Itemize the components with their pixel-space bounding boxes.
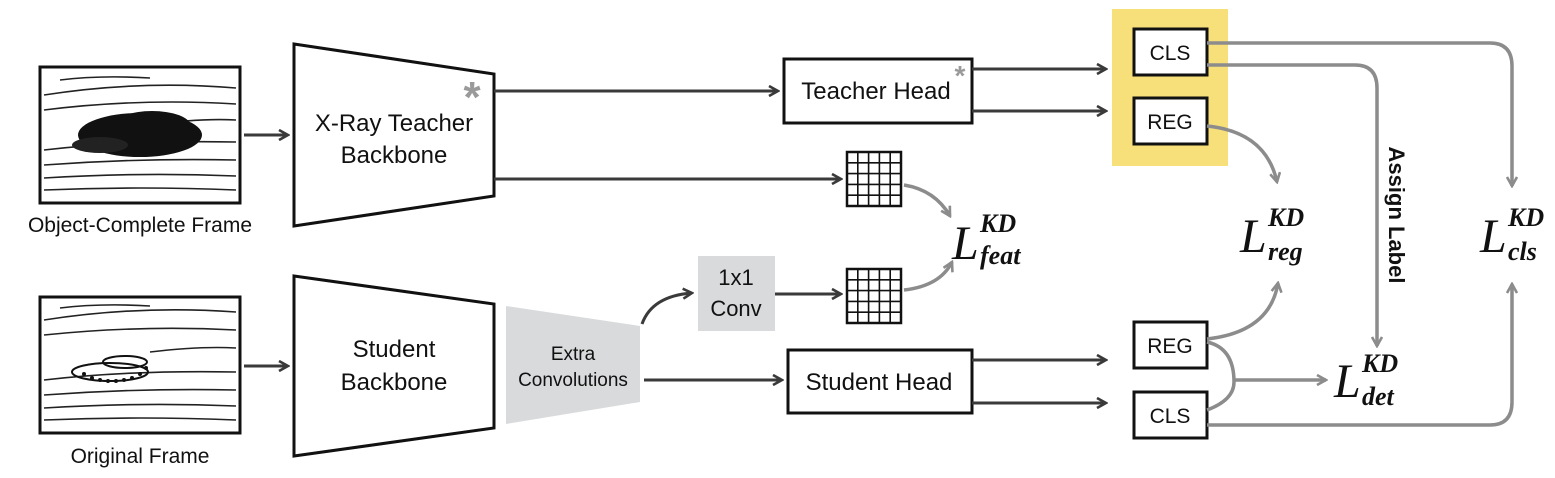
teacher-head-label: Teacher Head — [801, 78, 950, 105]
svg-text:L: L — [951, 217, 979, 270]
student-feature-grid — [845, 267, 903, 325]
arrow-teacher-cls-to-cls-loss — [1207, 41, 1512, 186]
original-frame-image — [38, 295, 242, 435]
teacher-cls-label: CLS — [1150, 42, 1191, 65]
arrow-student-cls-to-cls-loss — [1207, 284, 1512, 427]
teacher-backbone-label-line2: Backbone — [341, 142, 448, 169]
teacher-reg-label: REG — [1147, 111, 1193, 134]
teacher-reg-box — [1132, 96, 1209, 146]
extra-convolutions-label-line2: Convolutions — [518, 370, 628, 391]
conv-1x1-label-line1: 1x1 — [718, 265, 753, 290]
object-complete-frame-image — [38, 65, 242, 205]
cls-kd-loss: L KD cls — [1479, 203, 1544, 266]
frozen-marker-backbone: * — [463, 73, 481, 122]
assign-label-text: Assign Label — [1384, 147, 1409, 284]
conv-1x1-box — [698, 256, 775, 331]
svg-text:L: L — [1479, 210, 1507, 263]
original-frame-caption: Original Frame — [71, 445, 210, 468]
student-head-label: Student Head — [806, 369, 953, 396]
reg-kd-loss: L KD reg — [1239, 203, 1304, 266]
svg-text:KD: KD — [1361, 349, 1398, 378]
arrow-student-grid-to-feat-loss — [903, 262, 952, 292]
teacher-head-box — [782, 57, 974, 125]
svg-text:KD: KD — [1507, 203, 1544, 232]
svg-text:cls: cls — [1508, 237, 1537, 266]
teacher-backbone-label-line1: X-Ray Teacher — [315, 110, 473, 137]
teacher-cls-box — [1132, 27, 1209, 77]
arrow-teacher-grid-to-feat-loss — [903, 183, 952, 216]
svg-text:feat: feat — [980, 241, 1021, 270]
svg-text:KD: KD — [979, 209, 1016, 238]
student-cls-label: CLS — [1150, 405, 1191, 428]
svg-text:KD: KD — [1267, 203, 1304, 232]
student-backbone-label-line2: Backbone — [341, 369, 448, 396]
student-reg-label: REG — [1147, 335, 1193, 358]
det-kd-loss: L KD det — [1333, 349, 1398, 411]
svg-text:det: det — [1362, 382, 1395, 411]
student-backbone-shape — [292, 274, 496, 458]
feat-kd-loss: L KD feat — [951, 209, 1021, 270]
teacher-backbone-shape — [292, 42, 496, 228]
student-reg-box — [1132, 320, 1209, 370]
svg-text:L: L — [1333, 355, 1361, 408]
svg-text:L: L — [1239, 210, 1267, 263]
arrow-student-outputs-to-det-loss — [1206, 340, 1236, 412]
extra-convolutions-shape — [506, 306, 640, 424]
frozen-marker-head: * — [955, 60, 966, 91]
student-head-box — [786, 348, 974, 415]
object-complete-frame-caption: Object-Complete Frame — [28, 214, 252, 237]
svg-text:reg: reg — [1268, 237, 1303, 266]
extra-convolutions-label-line1: Extra — [551, 344, 596, 365]
teacher-feature-grid — [845, 150, 903, 208]
arrow-teacher-reg-to-reg-loss — [1206, 124, 1277, 182]
student-cls-box — [1132, 390, 1209, 440]
conv-1x1-label-line2: Conv — [710, 296, 761, 321]
arrow-extra-conv-to-1x1 — [640, 293, 692, 325]
student-backbone-label-line1: Student — [353, 336, 436, 363]
arrow-teacher-cls-assign-label — [1207, 63, 1377, 346]
arrow-student-reg-to-reg-loss — [1206, 283, 1278, 341]
